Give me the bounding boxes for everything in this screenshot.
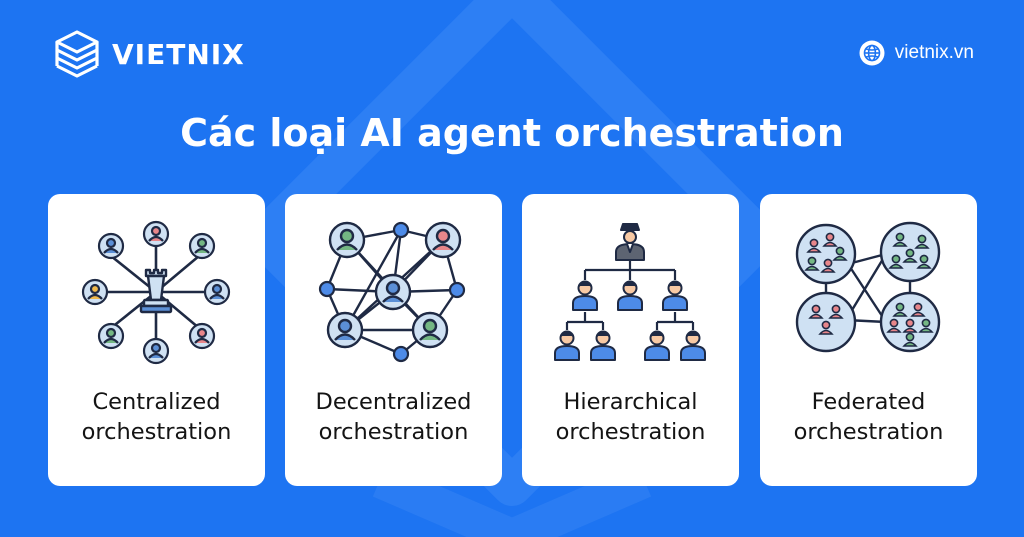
stacked-layers-icon (55, 30, 99, 78)
card-hierarchical: Hierarchical orchestration (522, 194, 739, 486)
federated-groups-icon (795, 221, 941, 353)
card-decentralized-label: Decentralized orchestration (315, 389, 472, 445)
site-url: vietnix.vn (894, 42, 974, 63)
card-hierarchical-label: Hierarchical orchestration (555, 389, 706, 445)
card-federated: Federated orchestration (760, 194, 977, 486)
page-title: Các loại AI agent orchestration (180, 111, 844, 155)
site-link[interactable]: vietnix.vn (859, 40, 974, 66)
org-chart-tree-icon (554, 223, 706, 361)
card-centralized: Centralized orchestration (48, 194, 265, 486)
central-chess-tower-hub-icon (81, 220, 231, 365)
card-centralized-label: Centralized orchestration (81, 389, 232, 445)
mesh-network-icon (318, 221, 466, 363)
card-federated-label: Federated orchestration (793, 389, 944, 445)
globe-icon (859, 40, 885, 66)
brand-name: VIETNIX (112, 37, 245, 71)
card-decentralized: Decentralized orchestration (285, 194, 502, 486)
brand-logo[interactable]: VIETNIX (52, 28, 245, 80)
